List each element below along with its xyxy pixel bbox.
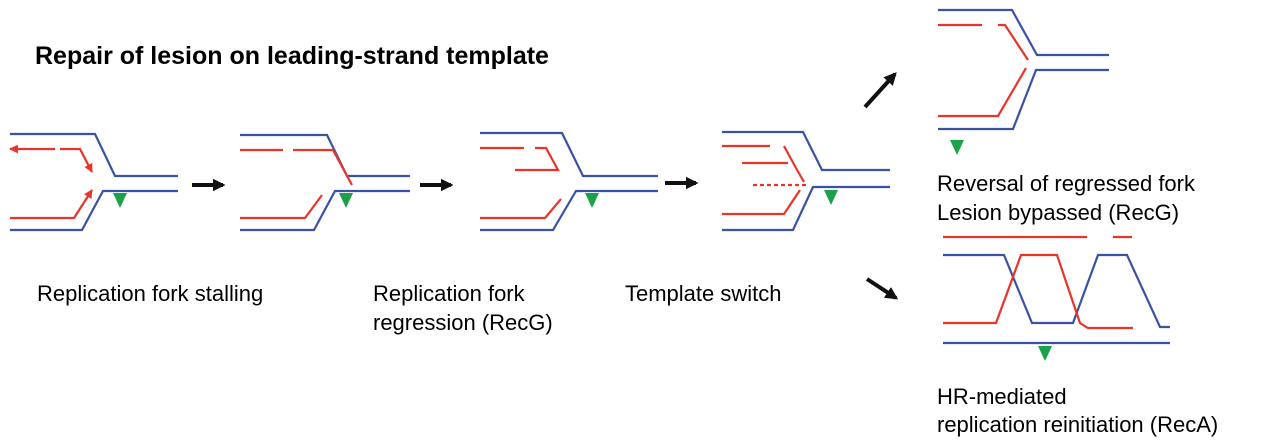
- parental-strand-top: [240, 133, 410, 178]
- parental-strand-top: [722, 130, 890, 172]
- caption-fork-regression: Replication fork regression (RecG): [373, 281, 553, 335]
- panel-regressed-fork: [480, 131, 658, 232]
- nascent-strand-bottom: [10, 189, 93, 220]
- nascent-strand-top: [240, 148, 353, 186]
- caption-fork-reversal-line-2: Lesion bypassed (RecG): [937, 200, 1179, 225]
- parental-strand-bottom: [10, 189, 178, 232]
- caption-hr-reinitiation-line-2: replication reinitiation (RecA): [937, 412, 1218, 437]
- lesion-marker: [339, 193, 353, 208]
- nascent-strand-bottom: [722, 189, 801, 216]
- arrow-to-reversal: [863, 72, 897, 109]
- lesion-marker: [585, 193, 599, 208]
- nascent-strand-bottom: [240, 194, 323, 220]
- nascent-strand-top: [722, 144, 805, 183]
- panel-fork-reversal: [938, 8, 1109, 155]
- diagram-title: Repair of lesion on leading-strand templ…: [35, 42, 549, 70]
- caption-fork-reversal-line-1: Reversal of regressed fork: [937, 171, 1196, 196]
- lesion-marker: [1038, 346, 1052, 361]
- nascent-strand-top: [480, 146, 560, 172]
- arrow-to-hr: [865, 277, 899, 300]
- parental-strand-top: [10, 132, 178, 178]
- parental-strand-bottom: [480, 189, 658, 232]
- caption-hr-reinitiation: HR-mediated replication reinitiation (Re…: [937, 384, 1218, 437]
- panel-hr-reinitiation: [943, 235, 1170, 361]
- nascent-strand-bottom: [480, 198, 562, 220]
- caption-fork-reversal: Reversal of regressed fork Lesion bypass…: [937, 171, 1201, 225]
- caption-fork-regression-line-2: regression (RecG): [373, 310, 553, 335]
- parental-strand-top: [480, 131, 658, 178]
- panel-fork-stalling: [10, 132, 178, 232]
- parental-strand-bottom: [938, 68, 1109, 131]
- lesion-marker: [113, 193, 127, 208]
- caption-fork-stalling: Replication fork stalling: [37, 281, 263, 306]
- nascent-strand-top: [938, 23, 1029, 61]
- parental-strand-bottom: [722, 185, 890, 232]
- parental-strand-bottom: [240, 189, 410, 232]
- nascent-strand-top: [10, 149, 92, 172]
- lesion-marker: [824, 190, 838, 205]
- nascent-strand-bottom: [938, 67, 1027, 118]
- panel-template-switch: [722, 130, 890, 232]
- caption-hr-reinitiation-line-1: HR-mediated: [937, 384, 1067, 409]
- caption-template-switch: Template switch: [625, 281, 782, 306]
- lesion-marker: [950, 140, 964, 155]
- nascent-strand-crossing: [943, 253, 1133, 330]
- parental-strand-crossing: [943, 253, 1170, 329]
- caption-fork-regression-line-1: Replication fork: [373, 281, 526, 306]
- panel-fork-regression: [240, 133, 410, 232]
- parental-strand-top: [938, 8, 1109, 57]
